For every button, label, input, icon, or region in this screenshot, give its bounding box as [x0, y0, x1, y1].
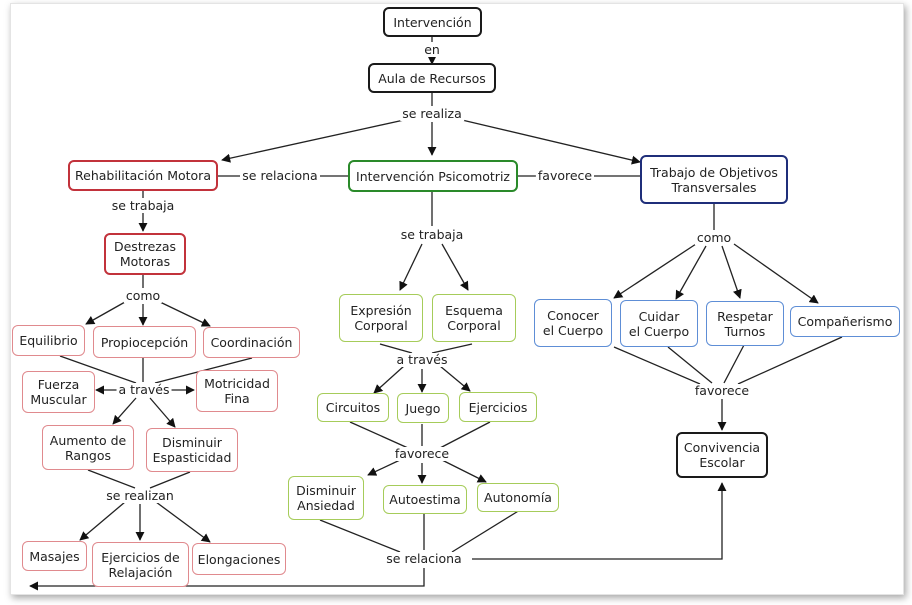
link-como-1: como — [123, 288, 163, 303]
line-autonomia-serelaciona — [451, 509, 521, 553]
arrow-atraves-aumento — [112, 397, 137, 425]
concept-conocer-el-cuerpo: Conocer el Cuerpo — [534, 299, 612, 347]
arrow-como-respetar — [721, 245, 742, 299]
concept-masajes: Masajes — [22, 541, 87, 571]
link-favorece-2: favorece — [392, 446, 452, 461]
line-aumento-serealizan — [87, 469, 136, 489]
link-se-trabaja-2: se trabaja — [398, 227, 466, 242]
concept-cuidar-el-cuerpo: Cuidar el Cuerpo — [620, 300, 698, 347]
concept-intervencion-psicomotriz: Intervención Psicomotriz — [348, 160, 518, 192]
concept-destrezas-motoras: Destrezas Motoras — [104, 233, 186, 275]
line-disminuir-serealizan — [149, 471, 191, 489]
concept-intervencion: Intervención — [383, 7, 482, 37]
concept-rehabilitacion-motora: Rehabilitación Motora — [68, 160, 218, 191]
line-conocer-favorece — [613, 346, 701, 385]
link-se-realiza: se realiza — [400, 106, 464, 121]
concept-coordinacion: Coordinación — [203, 327, 300, 358]
arrow-serealiza-rehab — [221, 119, 405, 163]
arrow-como-conocer — [613, 243, 697, 299]
line-esquema-atraves — [431, 343, 473, 354]
arrow-favorece-autonomia — [441, 459, 487, 483]
concept-ejercicios: Ejercicios — [459, 392, 537, 422]
line-expresion-atraves — [379, 343, 413, 354]
concept-companerismo: Compañerismo — [790, 306, 900, 337]
link-a-traves-1: a través — [116, 382, 172, 397]
line-circuitos-favorece — [349, 421, 409, 449]
arrow-atraves-ejercicios — [439, 365, 471, 392]
concept-juego: Juego — [397, 393, 449, 423]
line-cuidar-favorece — [667, 346, 713, 384]
arrow-atraves-circuitos — [373, 365, 405, 394]
concept-disminuir-ansiedad: Disminuir Ansiedad — [288, 476, 364, 520]
link-se-realizan: se realizan — [104, 488, 176, 503]
link-en: en — [422, 42, 442, 57]
link-favorece-3: favorece — [692, 383, 752, 398]
link-se-relaciona-2: se relaciona — [384, 551, 464, 566]
concept-disminuir-espasticidad: Disminuir Espasticidad — [146, 428, 238, 472]
concept-circuitos: Circuitos — [317, 393, 389, 422]
line-ejercicios-favorece — [439, 421, 491, 449]
line-equilibrio-atraves — [59, 355, 137, 384]
arrow-serealizan-elongaciones — [155, 501, 211, 543]
link-a-traves-2: a través — [394, 352, 450, 367]
concept-esquema-corporal: Esquema Corporal — [432, 294, 516, 342]
arrow-como-companerismo — [733, 243, 819, 304]
arrow-atraves-disminuir — [149, 397, 176, 428]
concept-aula-de-recursos: Aula de Recursos — [368, 63, 496, 93]
concept-expresion-corporal: Expresión Corporal — [339, 294, 423, 342]
concept-propiocepcion: Propiocepción — [93, 326, 196, 358]
concept-respetar-turnos: Respetar Turnos — [706, 301, 784, 346]
link-se-trabaja-1: se trabaja — [109, 198, 177, 213]
concept-convivencia-escolar: Convivencia Escolar — [676, 432, 768, 478]
concept-elongaciones: Elongaciones — [192, 543, 286, 575]
arrow-setrabaja-esquema — [441, 243, 469, 291]
concept-autoestima: Autoestima — [383, 485, 467, 514]
arrow-como-coordinacion — [159, 301, 211, 327]
link-se-relaciona-1: se relaciona — [240, 168, 320, 183]
arrow-favorece-disminuir — [367, 459, 401, 476]
concept-motricidad-fina: Motricidad Fina — [196, 370, 278, 412]
arrow-serealizan-masajes — [79, 501, 126, 541]
concept-autonomia: Autonomía — [477, 483, 559, 512]
line-respetar-favorece — [723, 344, 745, 384]
line-companerismo-favorece — [737, 336, 843, 385]
line-disminuir-serelaciona — [319, 519, 401, 553]
arrow-como-equilibrio — [85, 301, 126, 325]
arrow-serealiza-trabajo — [461, 119, 641, 165]
concept-trabajo-objetivos-transversales: Trabajo de Objetivos Transversales — [640, 155, 788, 204]
link-favorece-1: favorece — [535, 168, 595, 183]
arrow-como-cuidar — [675, 245, 707, 300]
concept-ejercicios-de-relajacion: Ejercicios de Relajación — [92, 542, 189, 587]
arrow-serelaciona-convivencia — [472, 482, 727, 560]
concept-fuerza-muscular: Fuerza Muscular — [22, 371, 95, 413]
arrow-setrabaja-expresion — [399, 243, 423, 291]
link-como-2: como — [694, 230, 734, 245]
concept-equilibrio: Equilibrio — [12, 325, 85, 356]
concept-aumento-de-rangos: Aumento de Rangos — [42, 425, 134, 470]
